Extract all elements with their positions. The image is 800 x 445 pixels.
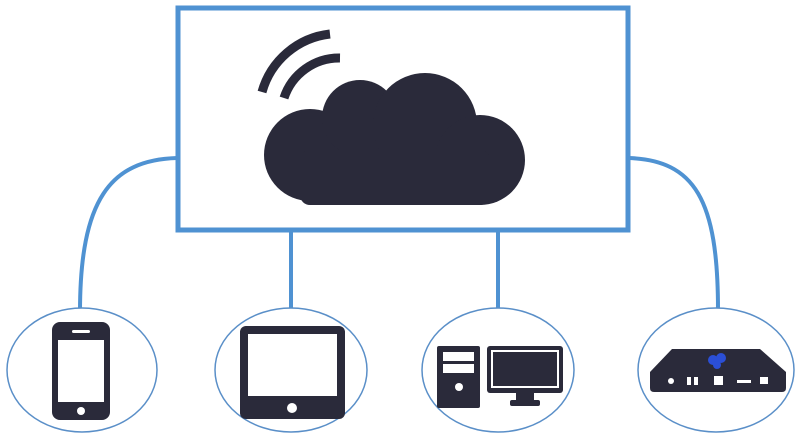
connector-set-top-box [627,156,720,311]
smartphone-icon [52,322,110,420]
brand-logo [708,353,726,369]
desktop-computer-icon [437,346,563,408]
connectors [78,156,720,313]
cloud-icon [264,73,525,205]
connector-phone [78,156,178,313]
set-top-box-icon [650,349,786,392]
tablet-icon [240,326,345,419]
wifi-icon [257,29,341,100]
